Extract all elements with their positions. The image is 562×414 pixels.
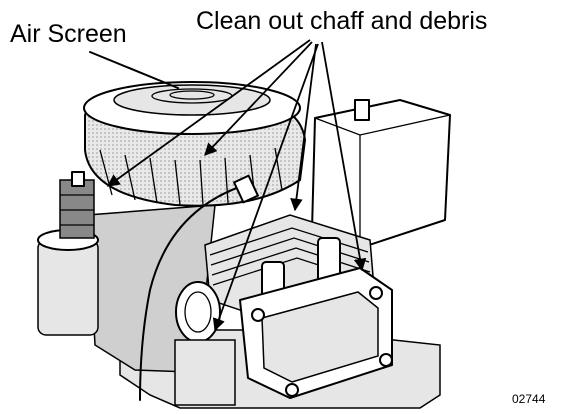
carburetor-body [174,339,236,406]
starter-gear [60,194,94,226]
fuel-cap [354,99,370,121]
carburetor-inlet [175,281,221,343]
starter-drive [59,179,95,239]
fuel-tank [311,99,451,249]
starter-motor [37,239,99,336]
valve-cover-bolts [251,286,393,397]
clean-out-arrows [106,39,367,332]
screen-fins [99,147,283,206]
figure-number: 02744 [512,392,546,406]
air-screen-label: Air Screen [10,20,127,48]
clean-out-label: Clean out chaff and debris [196,7,487,35]
air-screen-leader [89,51,179,89]
screen-cap [113,84,271,116]
fuel-line [139,184,246,401]
fitting [233,174,259,204]
